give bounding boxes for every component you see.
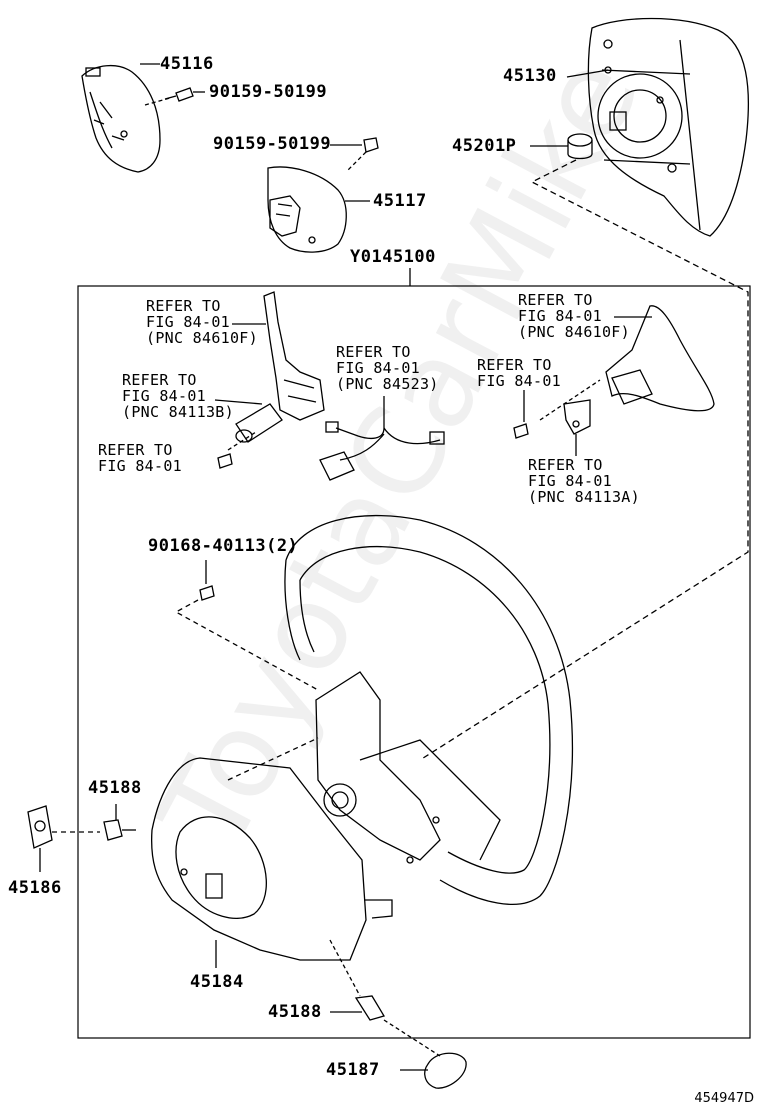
cover-45116	[81, 65, 161, 173]
part-45116: 45116	[160, 54, 214, 74]
screw-90168	[199, 560, 215, 601]
screw-ref4	[217, 431, 257, 469]
part-45187: 45187	[326, 1060, 380, 1080]
screw-90159-a	[164, 87, 205, 102]
leader-ref3	[214, 399, 263, 405]
nut-45201P	[567, 133, 593, 160]
cap-45187	[383, 1019, 467, 1089]
switch-84113B	[235, 403, 283, 443]
part-45201P: 45201P	[452, 136, 517, 156]
leader-45130	[566, 69, 609, 78]
part-90168: 90168-40113(2)	[148, 536, 299, 556]
dash-45117	[347, 151, 367, 171]
dash-90168	[174, 599, 319, 691]
part-45188-b: 45188	[268, 1002, 322, 1022]
cover-45117	[267, 166, 347, 253]
steering-wheel	[284, 514, 573, 905]
dash-45184	[227, 737, 319, 781]
part-45186: 45186	[8, 878, 62, 898]
part-45130: 45130	[503, 66, 557, 86]
assembly-label: Y0145100	[350, 247, 436, 267]
screw-45188-b	[329, 939, 385, 1021]
part-45117: 45117	[373, 191, 427, 211]
assembly-frame	[77, 285, 751, 1039]
part-45184: 45184	[190, 972, 244, 992]
screw-ref6	[513, 379, 601, 439]
part-90159-b: 90159-50199	[213, 134, 332, 154]
dash-45116	[144, 97, 171, 106]
bracket-84113A	[563, 399, 591, 435]
part-90159-a: 90159-50199	[209, 82, 328, 102]
airbag-45130	[587, 17, 750, 237]
switch-84610F-right	[605, 305, 715, 412]
harness-84523	[319, 396, 445, 481]
dash-airbag	[419, 159, 749, 761]
switch-84610F-left	[263, 291, 325, 421]
cap-45186	[27, 805, 53, 849]
screw-45188-a	[103, 804, 136, 841]
screw-90159-b	[330, 137, 379, 153]
diagram-code: 454947D	[694, 1091, 754, 1106]
part-45188-a: 45188	[88, 778, 142, 798]
lower-cover-45184	[150, 757, 393, 961]
